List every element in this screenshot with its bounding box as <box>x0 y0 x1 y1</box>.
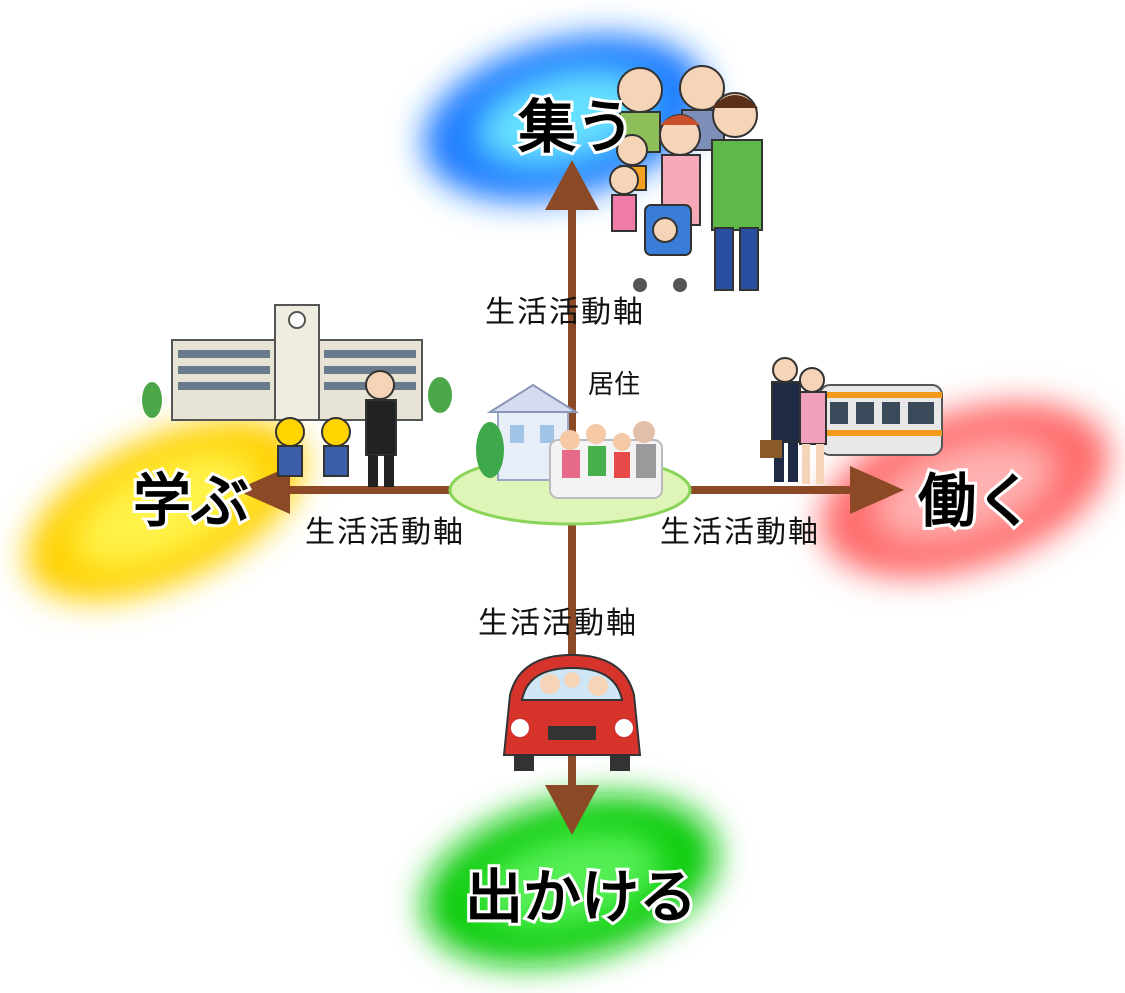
family-car-icon <box>502 653 642 771</box>
destination-label-right: 働く <box>918 467 1034 535</box>
family-group-icon <box>609 65 763 292</box>
axis-label-top: 生活活動軸 <box>485 295 645 330</box>
glow-top-inner <box>476 69 654 167</box>
axis-label-left: 生活活動軸 <box>305 515 465 550</box>
glow-bottom-inner <box>477 830 663 930</box>
office-workers-train-icon <box>760 357 943 484</box>
center-label: 居住 <box>588 370 640 400</box>
arrowhead-down <box>545 785 599 835</box>
destination-label-bottom: 出かける <box>465 863 697 931</box>
destination-label-left: 学ぶ <box>133 467 249 535</box>
home-family-icon <box>476 383 663 499</box>
glow-right-inner <box>873 438 1057 542</box>
axis-label-right: 生活活動軸 <box>660 515 820 550</box>
glow-left-inner <box>72 451 258 569</box>
axis-label-bottom: 生活活動軸 <box>478 606 638 641</box>
arrowhead-left <box>236 466 290 514</box>
arrowhead-up <box>545 160 599 210</box>
arrowhead-right <box>850 466 904 514</box>
school-building-icon <box>142 304 452 487</box>
destination-label-top: 集う <box>517 93 634 161</box>
